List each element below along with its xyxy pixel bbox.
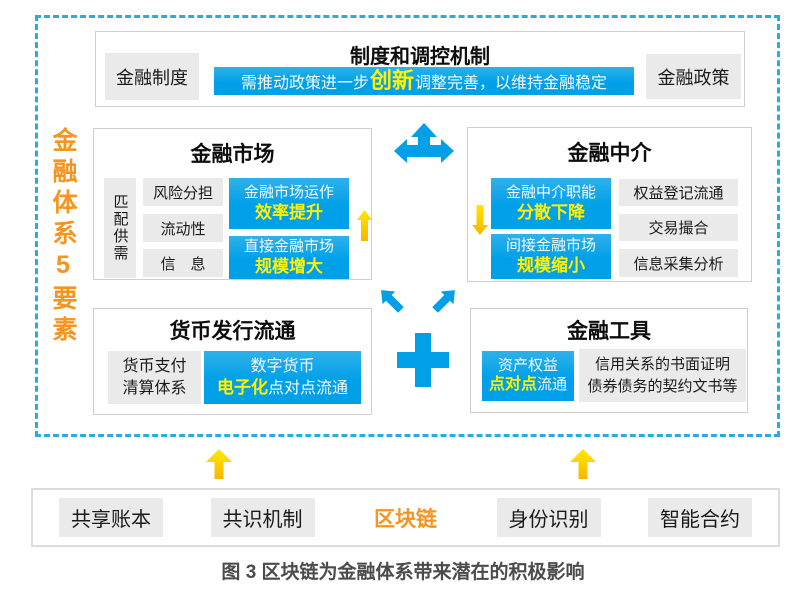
panel-regulation-title: 制度和调控机制 (350, 46, 490, 68)
highlight-line2-em: 电子化 (216, 377, 268, 397)
tag-shared-ledger: 共享账本 (59, 498, 163, 537)
highlight-line2: 点对点流通 (489, 375, 567, 395)
blockchain-up-arrow-icon (570, 449, 596, 479)
tag-smart-contract: 智能合约 (648, 498, 752, 537)
tag-risk-sharing: 风险分担 (143, 178, 223, 206)
tag-liquidity: 流动性 (143, 214, 223, 242)
panel-financial-market-title: 金融市场 (190, 143, 275, 166)
panel-financial-instruments-title: 金融工具 (567, 320, 651, 343)
highlight-line1: 数字货币 (250, 357, 315, 375)
tag-trade-matching: 交易撮合 (619, 214, 738, 241)
highlight-line2: 规模缩小 (517, 256, 585, 276)
panel-currency-circulation: 货币发行流通 货币支付 清算体系 数字货币 电子化点对点流通 (93, 308, 372, 415)
panel-financial-instruments: 金融工具 资产权益 点对点流通 信用关系的书面证明 债券债务的契约文书等 (470, 308, 748, 413)
financial-system-frame (35, 15, 780, 437)
highlight-line2-em: 点对点 (488, 376, 537, 394)
tag-line2: 债券债务的契约文书等 (587, 377, 738, 395)
highlight-line1: 资产权益 (497, 356, 558, 374)
side-label-financial-system-5-elements: 金融体系5要素 (49, 127, 77, 347)
tag-line2: 清算体系 (122, 379, 187, 397)
up-arrow-icon (357, 210, 372, 241)
tag-financial-policy: 金融政策 (646, 54, 741, 99)
highlight-asset-rights: 资产权益 点对点流通 (482, 351, 574, 401)
highlight-line1: 金融中介职能 (505, 183, 596, 201)
label-blockchain: 区块链 (374, 507, 437, 531)
tag-information: 信 息 (143, 249, 223, 277)
tag-financial-institution: 金融制度 (105, 53, 199, 100)
panel-financial-intermediary-title: 金融中介 (567, 142, 652, 165)
tag-consensus-mechanism: 共识机制 (210, 498, 315, 537)
highlight-line2: 分散下降 (517, 203, 585, 223)
highlight-line2-rest: 点对点流通 (267, 379, 348, 397)
banner-text-post: 调整完善，以维持金融稳定 (415, 75, 608, 92)
banner-text-innovation: 创新 (369, 68, 414, 93)
tag-match-supply-demand: 匹配供需 (104, 178, 136, 278)
three-way-arrow-icon (394, 123, 454, 163)
tag-payment-clearing: 货币支付 清算体系 (108, 351, 201, 404)
highlight-line2-rest: 流通 (537, 376, 568, 394)
highlight-line1: 间接金融市场 (505, 236, 596, 254)
blockchain-foundation-bar: 共享账本 共识机制 区块链 身份识别 智能合约 (31, 488, 780, 547)
tag-line1: 货币支付 (122, 357, 187, 375)
regulation-banner: 需推动政策进一步创新调整完善，以维持金融稳定 (214, 67, 634, 95)
highlight-line1: 直接金融市场 (243, 237, 334, 255)
plus-icon (397, 333, 449, 387)
highlight-line1: 金融市场运作 (243, 183, 334, 201)
highlight-market-operation-efficiency: 金融市场运作 效率提升 (229, 178, 349, 229)
highlight-direct-market-scale: 直接金融市场 规模增大 (229, 236, 349, 279)
highlight-line2: 规模增大 (255, 257, 323, 277)
highlight-line2: 电子化点对点流通 (217, 377, 348, 399)
highlight-indirect-market-scale: 间接金融市场 规模缩小 (491, 234, 611, 279)
highlight-intermediary-function: 金融中介职能 分散下降 (491, 178, 611, 229)
highlight-digital-currency: 数字货币 电子化点对点流通 (204, 351, 361, 404)
diagonal-arrows-icon (381, 290, 455, 313)
down-arrow-icon (472, 205, 488, 235)
blockchain-up-arrow-icon (206, 449, 232, 479)
tag-identity-recognition: 身份识别 (496, 498, 601, 537)
panel-regulation: 制度和调控机制 金融制度 需推动政策进一步创新调整完善，以维持金融稳定 金融政策 (95, 31, 745, 107)
panel-financial-market: 金融市场 匹配供需 风险分担 流动性 信 息 金融市场运作 效率提升 直接金融市… (93, 128, 372, 280)
panel-financial-intermediary: 金融中介 金融中介职能 分散下降 间接金融市场 规模缩小 权益登记流通 交易撮合… (467, 127, 752, 282)
highlight-line2: 效率提升 (255, 203, 323, 223)
tag-line1: 信用关系的书面证明 (594, 355, 730, 373)
tag-rights-registration: 权益登记流通 (619, 179, 738, 206)
panel-currency-title: 货币发行流通 (169, 320, 296, 343)
figure-caption: 图 3 区块链为金融体系带来潜在的积极影响 (221, 562, 585, 583)
tag-information-analysis: 信息采集分析 (619, 249, 738, 277)
banner-text-pre: 需推动政策进一步 (240, 75, 369, 92)
tag-credit-contract-documents: 信用关系的书面证明 债券债务的契约文书等 (579, 349, 746, 402)
